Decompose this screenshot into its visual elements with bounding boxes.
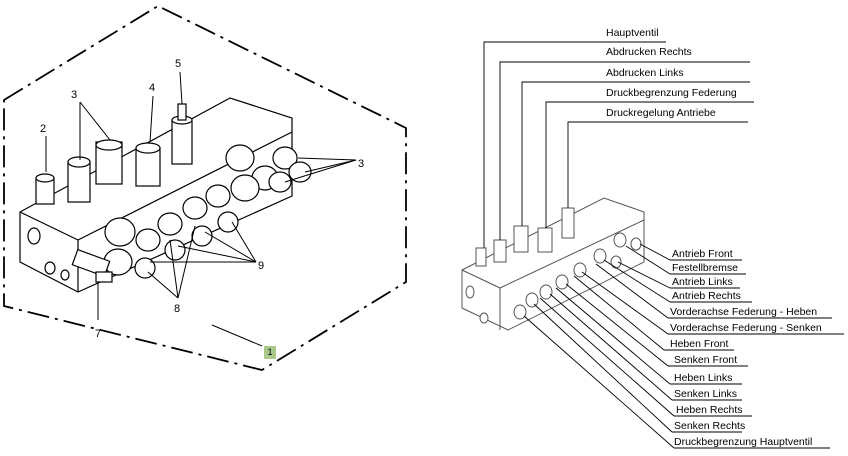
label-antrieb-front: Antrieb Front	[672, 248, 733, 260]
assembly-boundary-hexagon	[3, 4, 407, 371]
label-antrieb-rechts: Antrieb Rechts	[672, 290, 741, 302]
part-number-8: 8	[174, 303, 181, 315]
label-festellbremse: Festellbremse	[672, 262, 738, 274]
label-abdrucken-links: Abdrucken Links	[606, 67, 684, 79]
callout-1[interactable]: 1	[264, 346, 276, 359]
right-side-leaders	[523, 243, 675, 449]
part-number-4: 4	[149, 82, 156, 94]
right-label-underlines	[664, 259, 844, 449]
label-senken-rechts: Senken Rechts	[674, 420, 746, 432]
label-senken-links: Senken Links	[674, 388, 738, 400]
label-hauptventil: Hauptventil	[606, 27, 659, 39]
part-number-9: 9	[258, 260, 265, 272]
left-valve-block	[19, 97, 312, 293]
label-vorderachse-federung-heben: Vorderachse Federung - Heben	[670, 306, 818, 318]
part-number-3-right: 3	[358, 158, 365, 170]
label-vorderachse-federung-senken: Vorderachse Federung - Senken	[670, 322, 822, 334]
label-heben-front: Heben Front	[670, 338, 729, 350]
left-leader-lines	[45, 71, 357, 347]
part-number-5: 5	[175, 58, 182, 70]
label-heben-rechts: Heben Rechts	[676, 404, 743, 416]
label-abdrucken-rechts: Abdrucken Rechts	[606, 46, 692, 58]
part-number-3-upper: 3	[71, 89, 78, 101]
label-senken-front: Senken Front	[674, 354, 738, 366]
label-antrieb-links: Antrieb Links	[672, 276, 733, 288]
part-number-7: 7	[95, 328, 102, 340]
label-heben-links: Heben Links	[674, 372, 733, 384]
label-druckbegrenzung-hauptventil: Druckbegrenzung Hauptventil	[674, 436, 813, 448]
part-number-2: 2	[40, 123, 47, 135]
right-valve-block	[461, 197, 645, 331]
label-druckregelung-antriebe: Druckregelung Antriebe	[606, 107, 716, 119]
label-druckbegrenzung-federung: Druckbegrenzung Federung	[606, 87, 737, 99]
right-top-leaders	[483, 41, 754, 248]
